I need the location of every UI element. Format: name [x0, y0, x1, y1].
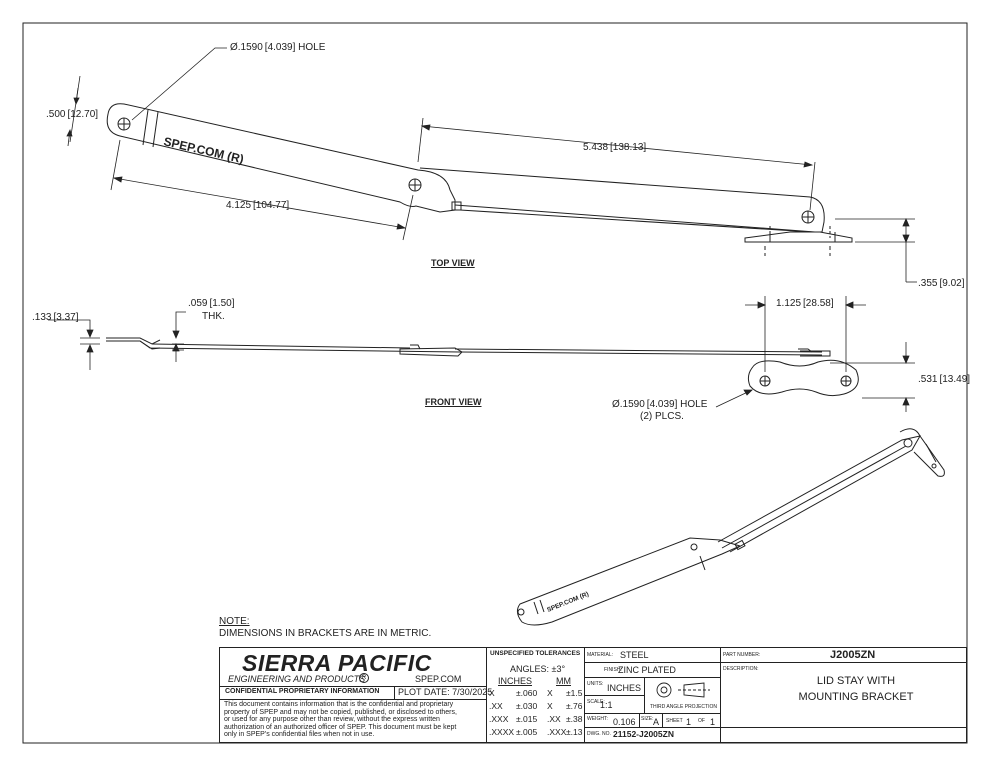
isometric-view-part [516, 428, 945, 626]
dim-hole-spacing: 1.125 [28.58] [776, 298, 834, 309]
weight-value: 0.106 [613, 717, 636, 727]
finish-label: FINISH: [604, 667, 622, 673]
front-view-label: FRONT VIEW [425, 397, 482, 407]
top-view-stamp: SPEP.COM (R) [162, 134, 245, 166]
description-line-1: LID STAY WITH [816, 675, 896, 687]
registered-icon: R [359, 673, 369, 683]
confidential-text: This document contains information that … [224, 701, 457, 739]
units-value: INCHES [607, 683, 642, 693]
dim-end-width: .500 [12.70] [46, 109, 99, 120]
front-view-part [106, 337, 859, 397]
units-label: UNITS: [587, 681, 604, 687]
note-title: NOTE: [219, 616, 250, 627]
dim-short-arm: 4.125 [104.77] [226, 200, 290, 211]
dim-hole-bracket-qty: (2) PLCS. [640, 411, 684, 422]
sheet-border [22, 22, 968, 744]
third-angle-projection-icon [656, 682, 710, 698]
material-value: STEEL [620, 650, 649, 660]
tolerance-angles: ANGLES: ±3° [510, 664, 566, 674]
finish-value: ZINC PLATED [618, 665, 676, 675]
dim-thickness-label: THK. [202, 311, 225, 322]
company-subtitle: ENGINEERING AND PRODUCTS [228, 674, 366, 684]
weight-label: WEIGHT: [587, 716, 608, 722]
note-text: DIMENSIONS IN BRACKETS ARE IN METRIC. [219, 628, 432, 639]
description-label: DESCRIPTION: [723, 666, 759, 672]
scale-value: 1:1 [600, 700, 613, 710]
scale-label: SCALE: [587, 699, 605, 705]
size-label: SIZE: [641, 716, 654, 722]
dwg-no-value: 21152-J2005ZN [613, 729, 674, 739]
dim-bracket-offset: .355 [9.02] [918, 278, 965, 289]
material-label: MATERIAL: [587, 652, 614, 658]
company-website: SPEP.COM [415, 674, 462, 684]
description-line-2: MOUNTING BRACKET [798, 691, 914, 703]
top-view-part [106, 103, 853, 256]
tolerance-mm-header: MM [556, 676, 571, 686]
top-view-label: TOP VIEW [431, 258, 475, 268]
sheets-total: 1 [710, 717, 716, 727]
dim-hole-bracket: Ø.1590 [4.039] HOLE [612, 399, 708, 410]
size-value: A [653, 717, 660, 727]
iso-view-stamp: SPEP.COM (R) [546, 591, 590, 614]
dim-front-offset: .133 [3.37] [32, 312, 79, 323]
confidential-title: CONFIDENTIAL PROPRIETARY INFORMATION [225, 688, 380, 695]
title-block: SIERRA PACIFIC ENGINEERING AND PRODUCTS … [219, 647, 967, 743]
plot-date: PLOT DATE: 7/30/2025 [398, 687, 493, 697]
sheet-label: SHEET [666, 718, 683, 724]
sheet-of-label: OF [698, 718, 705, 724]
part-number-value: J2005ZN [830, 649, 876, 661]
projection-label: THIRD ANGLE PROJECTION [650, 704, 717, 710]
sheet-value: 1 [686, 717, 692, 727]
dwg-no-label: DWG. NO. [587, 731, 611, 737]
dim-thickness: .059 [1.50] [188, 298, 235, 309]
dim-hole-top: Ø.1590 [4.039] HOLE [230, 42, 326, 53]
tolerance-inches-header: INCHES [498, 676, 533, 686]
top-view-dimensions [66, 47, 917, 283]
tolerances-title: UNSPECIFIED TOLERANCES [490, 650, 581, 657]
part-number-label: PART NUMBER: [723, 652, 761, 658]
company-logo: SIERRA PACIFIC [242, 650, 432, 676]
dim-long-arm: 5.438 [138.13] [583, 142, 647, 153]
dim-bracket-height: .531 [13.49] [918, 374, 971, 385]
front-view-dimensions [48, 296, 915, 412]
